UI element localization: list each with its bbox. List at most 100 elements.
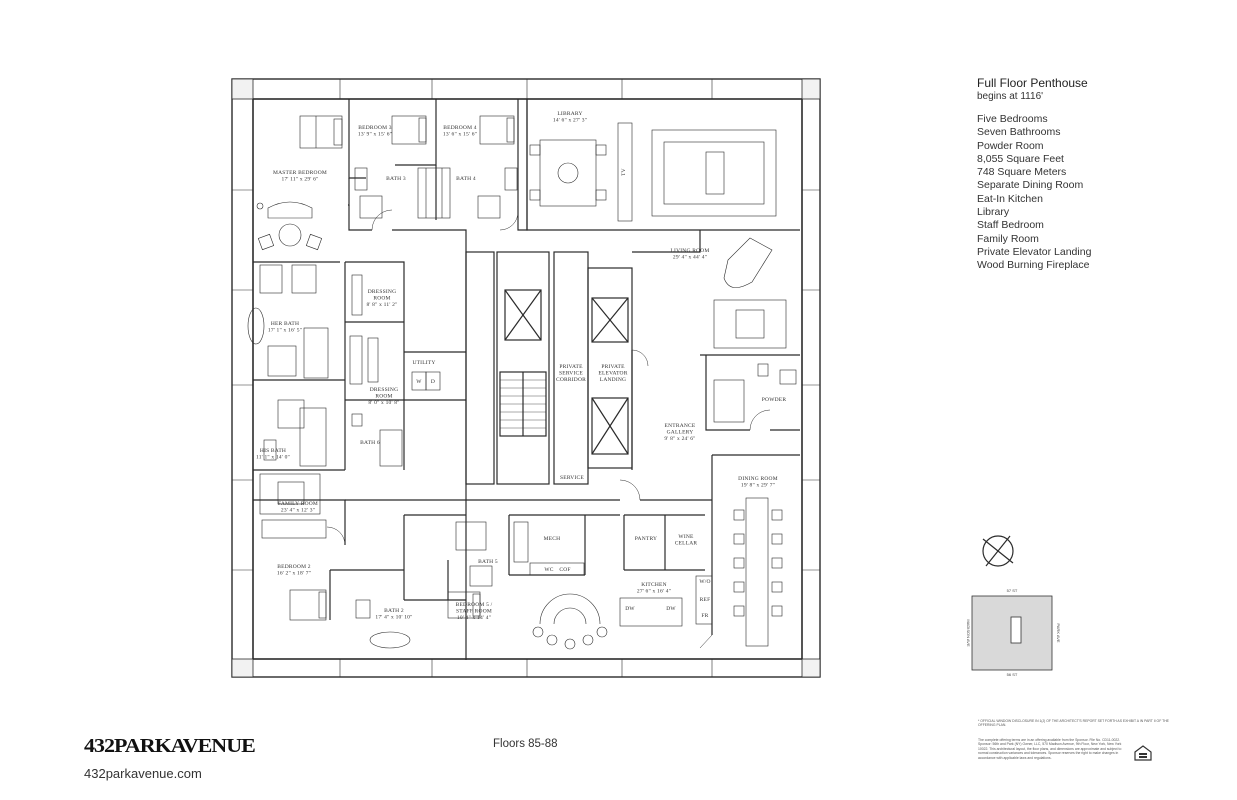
powder-fixtures (713, 363, 797, 423)
room-label-line: KITCHEN (641, 582, 667, 588)
his-bath-fixtures (263, 399, 327, 467)
room-label-line: BATH 4 (456, 176, 476, 182)
room-label-line: ENTRANCE (665, 423, 696, 429)
legal-disclaimer: The complete offering terms are in an of… (978, 738, 1122, 760)
key-plan-south-label: 56 ST (1007, 672, 1018, 677)
feature-item: Family Room (977, 232, 1039, 245)
building-outline (231, 78, 821, 678)
room-label-line: SERVICE (560, 475, 584, 481)
feature-item: Private Elevator Landing (977, 245, 1092, 258)
stair-treads (500, 379, 546, 429)
key-plan-east-label: PARK AVE (1056, 623, 1061, 643)
feature-item: Staff Bedroom (977, 219, 1044, 232)
room-label-line: HER BATH (271, 321, 299, 327)
room-label-line: WINE (678, 534, 694, 540)
room-label-line: BATH 5 (478, 559, 498, 565)
key-plan-west-label: MADISON AVE (966, 619, 971, 647)
room-label-line: ROOM (373, 296, 390, 302)
fixture-dw-label-2: DW (666, 606, 676, 612)
room-label-bath-3: BATH 3 (386, 176, 406, 182)
room-label-line: MECH (544, 536, 561, 542)
kitchen-fixtures (513, 521, 713, 650)
feature-item: 748 Square Meters (977, 166, 1067, 179)
room-label-line: 17' 1" x 16' 5" (268, 328, 302, 334)
room-label-line: MASTER BEDROOM (273, 170, 327, 176)
floors-label: Floors 85-88 (493, 738, 558, 750)
library-furniture (529, 122, 633, 222)
corner-column (231, 78, 254, 100)
fixture-wc-label: WC (544, 567, 553, 573)
room-label-line: CELLAR (675, 541, 698, 547)
room-label-line: BEDROOM 2 (277, 564, 310, 570)
room-label-line: DRESSING (368, 289, 397, 295)
fixture-tv-label: TV (621, 168, 627, 176)
room-label-line: 14' 6" x 27' 3" (553, 118, 587, 124)
brand-logo: 432PARKAVENUE (84, 734, 256, 757)
key-plan: 57 ST 56 ST MADISON AVE PARK AVE (966, 588, 1061, 677)
room-label-line: 16' 2" x 18' 7" (277, 571, 311, 577)
room-label-service: SERVICE (560, 475, 584, 481)
room-label-line: 23' 4" x 12' 3" (281, 508, 315, 514)
room-label-line: 11' 1" x 14' 0" (256, 455, 290, 461)
room-label-line: PANTRY (635, 536, 657, 542)
window-mullions (232, 79, 820, 677)
bedroom-beds (289, 115, 515, 621)
penthouse-height: begins at 1116' (977, 91, 1044, 102)
room-label-bath-6: BATH 6 (360, 440, 380, 446)
room-label-pantry: PANTRY (635, 536, 657, 542)
feature-item: Library (977, 206, 1010, 219)
room-label-line: BEDROOM 4 (443, 125, 476, 131)
fixture-dw-label: DW (625, 606, 635, 612)
room-label-bath-5: BATH 5 (478, 559, 498, 565)
room-label-line: BATH 3 (386, 176, 406, 182)
equal-housing-icon (1134, 745, 1152, 761)
room-label-line: 17' 4" x 10' 10" (375, 615, 412, 621)
room-label-line: 8' 0" x 10' 8" (368, 400, 399, 406)
feature-item: Wood Burning Fireplace (977, 259, 1090, 272)
room-label-line: PRIVATE (601, 364, 625, 370)
website-link[interactable]: 432parkavenue.com (84, 766, 202, 781)
door-swings (326, 209, 771, 649)
her-bath-fixtures (247, 264, 329, 379)
room-label-bath-4: BATH 4 (456, 176, 476, 182)
room-label-line: BEDROOM 3 (358, 125, 391, 131)
room-label-line: 19' 8" x 29' 7" (741, 483, 775, 489)
room-label-line: BATH 2 (384, 608, 404, 614)
room-label-line: 27' 6" x 16' 4" (637, 589, 671, 595)
dressing-room-fixtures (349, 274, 403, 467)
bath-fixtures-top (354, 167, 518, 219)
compass-icon (982, 535, 1014, 567)
room-label-line: DRESSING (370, 387, 399, 393)
penthouse-title: Full Floor Penthouse (977, 76, 1088, 90)
room-label-line: CORRIDOR (556, 377, 586, 383)
family-room-furniture (259, 473, 327, 539)
corner-column (801, 78, 821, 100)
fixture-dryer-label: D (431, 379, 435, 385)
bath-2-fixtures (355, 599, 411, 649)
corner-column (801, 658, 821, 678)
room-label-line: BATH 6 (360, 440, 380, 446)
dining-furniture (733, 497, 783, 647)
room-label-line: FAMILY ROOM (278, 501, 318, 507)
corner-column (231, 658, 254, 678)
key-plan-north-label: 57 ST (1007, 588, 1018, 593)
room-label-line: HIS BATH (260, 448, 286, 454)
fixture-fr-label: FR (701, 613, 708, 619)
room-label-line: 10' 4" x 14' 4" (457, 615, 491, 621)
